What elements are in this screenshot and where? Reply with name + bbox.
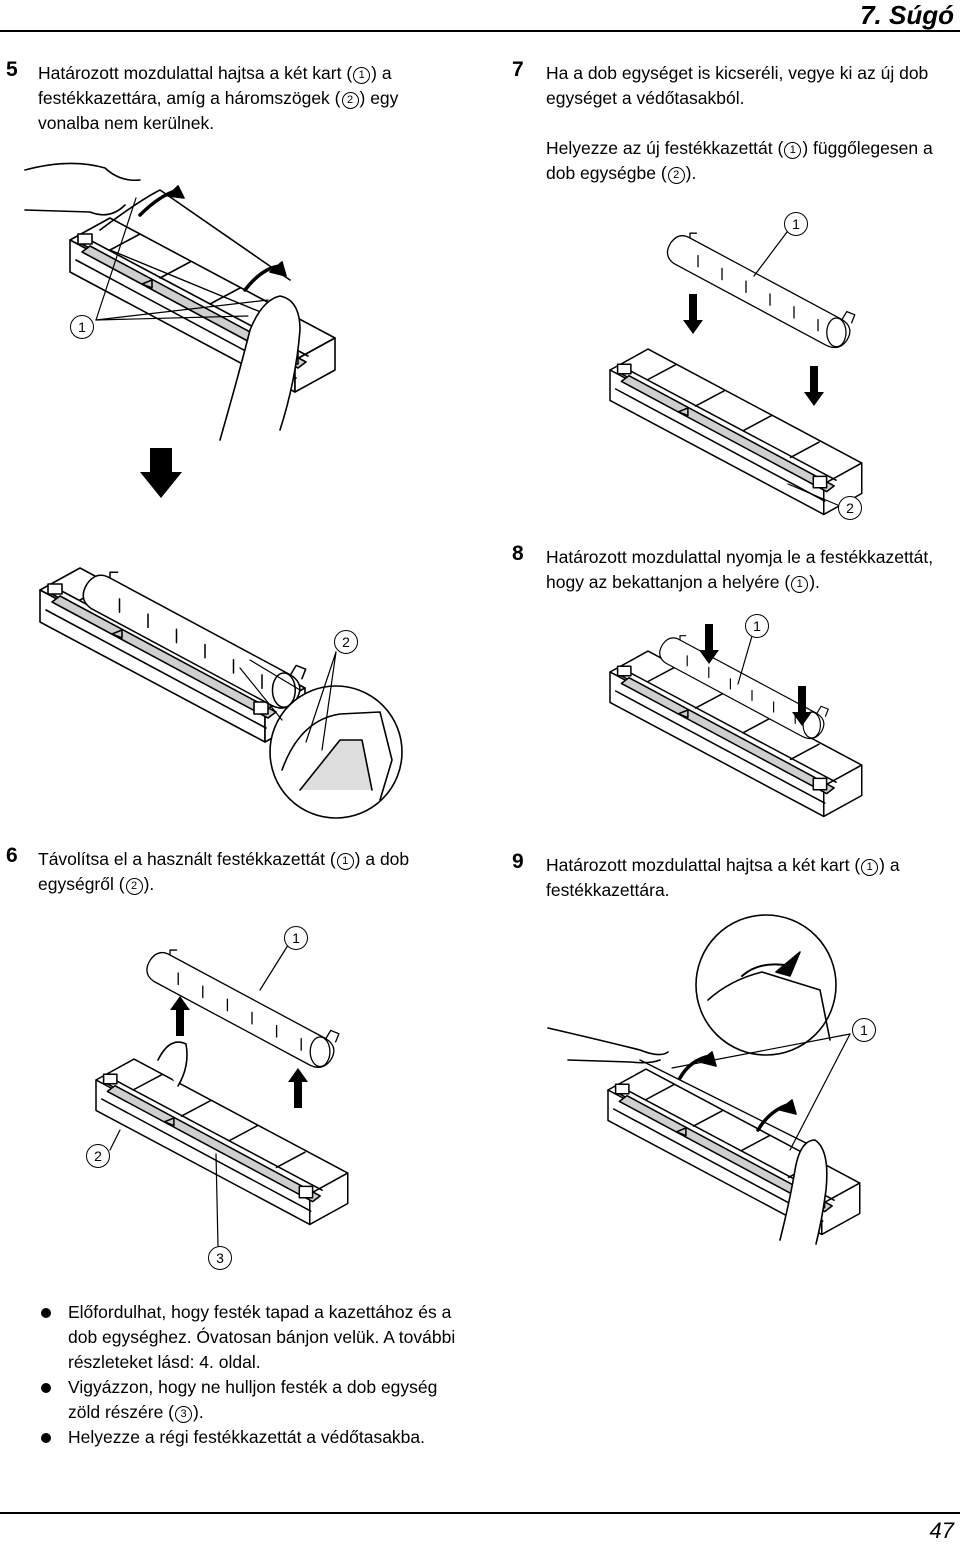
step-5-illustration	[24, 162, 336, 441]
chapter-title: 7. Súgó	[860, 0, 954, 30]
callout-1-step7: 1	[784, 212, 808, 236]
step-7-number: 7	[512, 58, 524, 81]
step-7-text-2: Helyezze az új festékkazettát (1) függől…	[546, 138, 933, 184]
callout-2-step6: 2	[86, 1144, 110, 1168]
step-8-number: 8	[512, 542, 524, 565]
step-6-illustration	[95, 941, 349, 1247]
step-6-number: 6	[6, 844, 18, 867]
step-5-text: Határozott mozdulattal hajtsa a két kart…	[38, 63, 399, 133]
note-item: Helyezze a régi festékkazettát a védőtas…	[40, 1425, 470, 1450]
footer-rule	[0, 1512, 960, 1514]
step-5-number: 5	[6, 58, 18, 81]
callout-1-step9: 1	[852, 1018, 876, 1042]
notes-list: Előfordulhat, hogy festék tapad a kazett…	[40, 1300, 470, 1450]
step-8-text: Határozott mozdulattal nyomja le a festé…	[546, 547, 934, 593]
next-step-arrow	[140, 448, 182, 498]
step-9-text: Határozott mozdulattal hajtsa a két kart…	[546, 855, 900, 900]
bullet-icon	[41, 1433, 51, 1443]
step-7-text-1: Ha a dob egységet is kicseréli, vegye ki…	[546, 63, 929, 108]
bullet-icon	[41, 1308, 51, 1318]
step-9-number: 9	[512, 850, 524, 873]
bullet-icon	[41, 1383, 51, 1393]
callout-3-step6: 3	[208, 1246, 232, 1270]
callout-1-step5: 1	[70, 315, 94, 339]
callout-2-result: 2	[334, 630, 358, 654]
callout-1-step6: 1	[284, 926, 308, 950]
callout-1-step8: 1	[745, 614, 769, 638]
step-9-illustration	[547, 914, 861, 1245]
page-number: 47	[929, 1518, 954, 1543]
callout-2-step7: 2	[838, 496, 862, 520]
note-item: Vigyázzon, hogy ne hulljon festék a dob …	[40, 1375, 470, 1425]
note-item: Előfordulhat, hogy festék tapad a kazett…	[40, 1300, 470, 1375]
step-6-text: Távolítsa el a használt festékkazettát (…	[38, 849, 410, 895]
step-5-result-illustration	[39, 567, 403, 819]
step-7-illustration	[609, 227, 863, 516]
step-8-illustration	[609, 623, 863, 818]
header-rule	[0, 30, 960, 32]
